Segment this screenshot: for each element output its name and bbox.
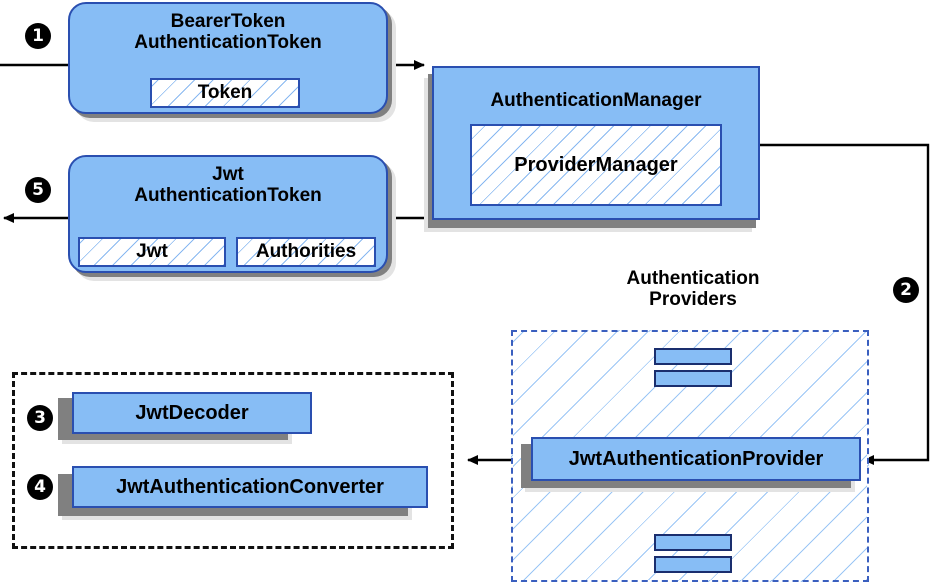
inner-box-jwt-label: Jwt	[136, 241, 168, 262]
inner-box-authorities-label: Authorities	[255, 241, 357, 262]
step-marker-3: 3	[27, 405, 53, 431]
inner-box-jwt[interactable]: Jwt	[78, 237, 226, 267]
jwt-decoder-label: JwtDecoder	[135, 402, 249, 424]
jwt-authentication-converter-label: JwtAuthenticationConverter	[116, 476, 384, 498]
inner-box-token-label: Token	[197, 82, 253, 103]
step-marker-2: 2	[893, 277, 919, 303]
step-marker-4: 4	[27, 474, 53, 500]
provider-placeholder-bar-1	[654, 348, 732, 365]
node-jwt-authentication-provider[interactable]: JwtAuthenticationProvider	[531, 437, 861, 481]
inner-box-authorities[interactable]: Authorities	[236, 237, 376, 267]
step-marker-5: 5	[25, 177, 51, 203]
authentication-manager-title: AuthenticationManager	[490, 90, 702, 111]
provider-placeholder-bar-2	[654, 370, 732, 387]
inner-box-provider-manager[interactable]: ProviderManager	[470, 124, 722, 206]
provider-placeholder-bar-4	[654, 556, 732, 573]
node-bearer-token-authentication-token[interactable]: BearerToken AuthenticationToken	[68, 2, 388, 114]
group-jwt-support	[12, 372, 454, 549]
authentication-providers-caption: Authentication Providers	[626, 268, 760, 311]
inner-box-provider-manager-label: ProviderManager	[514, 153, 678, 176]
jwt-token-title: Jwt AuthenticationToken	[134, 164, 322, 207]
node-jwt-decoder[interactable]: JwtDecoder	[72, 392, 312, 434]
inner-box-token[interactable]: Token	[150, 78, 300, 108]
node-jwt-authentication-converter[interactable]: JwtAuthenticationConverter	[72, 466, 428, 508]
step-marker-1: 1	[25, 23, 51, 49]
bearer-token-title: BearerToken AuthenticationToken	[134, 11, 322, 54]
provider-placeholder-bar-3	[654, 534, 732, 551]
jwt-authentication-provider-label: JwtAuthenticationProvider	[568, 448, 824, 470]
